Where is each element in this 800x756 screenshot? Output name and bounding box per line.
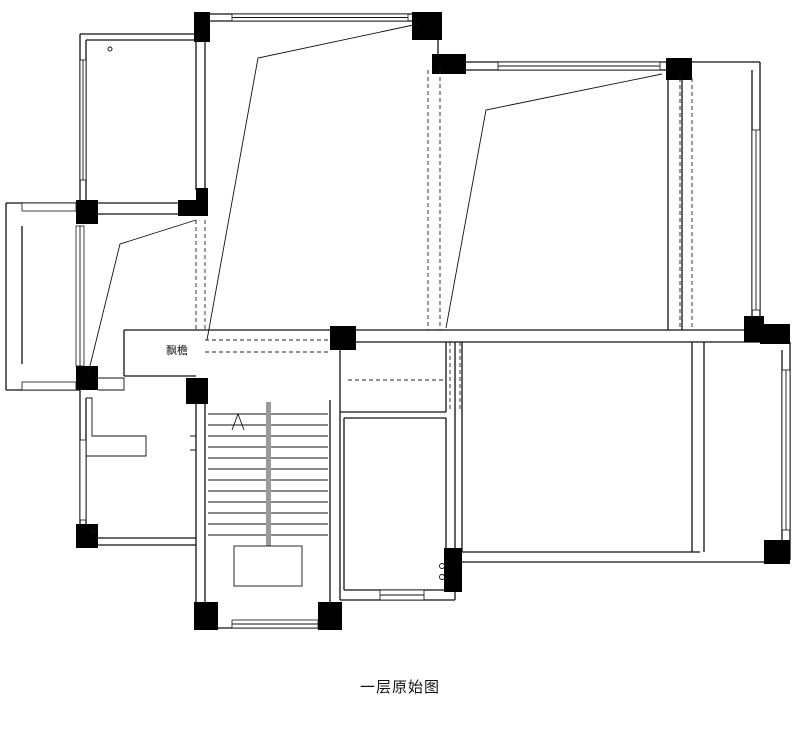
dashed-beam-lines	[195, 70, 693, 410]
roof-slope-lines	[87, 23, 663, 375]
drawing-caption: 一层原始图	[359, 678, 440, 696]
stair-landing	[233, 545, 303, 587]
structural-columns	[76, 12, 790, 630]
room-label-bay-window: 飘檐	[166, 343, 188, 357]
stair-arrow	[231, 412, 245, 431]
fixtures	[86, 46, 445, 580]
stair-handrail	[266, 402, 271, 546]
windows	[21, 13, 791, 629]
exterior-walls	[5, 13, 791, 629]
